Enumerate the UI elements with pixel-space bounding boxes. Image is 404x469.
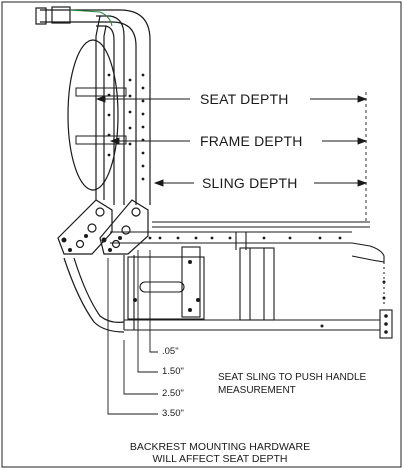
sling-to-handle-line2: MEASUREMENT bbox=[218, 385, 296, 396]
sling-to-handle-note: SEAT SLING TO PUSH HANDLE MEASUREMENT bbox=[218, 371, 366, 397]
handle-accent bbox=[69, 9, 113, 27]
rail-holes bbox=[148, 236, 342, 240]
frame-holes bbox=[133, 260, 388, 334]
front-tube bbox=[63, 257, 125, 333]
cane-holes bbox=[107, 73, 145, 181]
offset-150: 1.50" bbox=[162, 366, 184, 377]
sling-depth-label: SLING DEPTH bbox=[202, 175, 298, 191]
frame-depth-dimension bbox=[109, 137, 368, 145]
frame-depth-label: FRAME DEPTH bbox=[200, 133, 303, 149]
backrest-oval bbox=[67, 39, 119, 191]
front-tube-inner bbox=[73, 257, 125, 323]
back-cane bbox=[35, 6, 151, 205]
sling-to-handle-line1: SEAT SLING TO PUSH HANDLE bbox=[218, 372, 367, 383]
hardware-line2: WILL AFFECT SEAT DEPTH bbox=[152, 453, 288, 465]
sling-depth-dimension bbox=[153, 179, 368, 187]
hardware-note: BACKREST MOUNTING HARDWARE WILL AFFECT S… bbox=[120, 441, 320, 465]
hardware-line1: BACKREST MOUNTING HARDWARE bbox=[129, 441, 311, 453]
lower-frame bbox=[123, 246, 393, 339]
offset-350: 3.50" bbox=[162, 408, 184, 419]
bracket-hardware bbox=[61, 234, 122, 252]
offset-250: 2.50" bbox=[162, 388, 184, 399]
offset-leaders bbox=[107, 250, 158, 415]
seat-depth-dimension bbox=[95, 92, 368, 222]
seat-depth-label: SEAT DEPTH bbox=[200, 91, 289, 107]
back-straps bbox=[75, 87, 127, 145]
backrest-brackets bbox=[57, 199, 149, 255]
seat-sling bbox=[152, 221, 370, 228]
seat-rail bbox=[110, 231, 385, 263]
offset-005: .05" bbox=[162, 346, 179, 357]
